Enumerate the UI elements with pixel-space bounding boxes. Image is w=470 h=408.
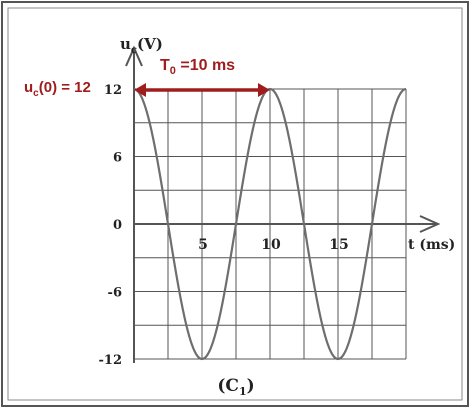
- x-tick-label: 5: [198, 237, 208, 253]
- axes: [125, 45, 441, 363]
- tick-labels: 12 6 0 -6 -12 5 10 15: [99, 83, 349, 368]
- figure-inner-frame: [7, 7, 463, 401]
- period-arrow-head-right: [258, 83, 270, 97]
- y-tick-label: 6: [113, 151, 122, 166]
- y-tick-label: 12: [104, 83, 122, 98]
- series-curve: [133, 87, 407, 361]
- period-label: T0 =10 ms: [160, 57, 235, 77]
- y-axis-label: uc(V): [120, 35, 163, 56]
- y-axis-arrow: [125, 45, 143, 67]
- y-tick-label: -12: [99, 353, 123, 368]
- initial-value-label: uc(0) = 12: [24, 79, 91, 99]
- x-tick-label: 15: [329, 237, 348, 253]
- series-line: [133, 87, 407, 361]
- x-axis-arrow: [419, 215, 441, 233]
- y-tick-label: 0: [113, 218, 122, 233]
- y-tick-label: -6: [108, 286, 122, 301]
- x-axis-label: t (ms): [408, 237, 455, 253]
- period-arrow-head-left: [134, 83, 146, 97]
- x-tick-label: 10: [261, 237, 281, 253]
- chart-caption: (C1): [217, 376, 254, 398]
- annotations: [134, 83, 270, 97]
